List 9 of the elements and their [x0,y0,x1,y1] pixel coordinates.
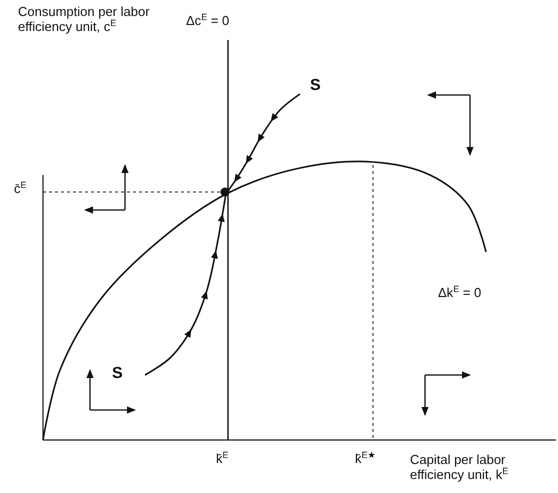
locus-label: Δk$^{E}$ = 0 [438,285,482,300]
path-label: S [310,78,321,93]
tick-label: k̄$^{E★}$ [355,451,376,466]
tick-label: c̄$^{E}$ [14,181,27,196]
y-axis-title: Consumption per labor efficiency unit, c$^{E}$ [18,4,151,34]
path-label: S [112,366,123,381]
x-axis-title: Capital per labor efficiency unit, k$^{E}$ [410,452,510,482]
tick-label: k̄$^{E}$ [216,451,229,466]
locus-label: Δc$^{E}$ = 0 [186,13,230,28]
